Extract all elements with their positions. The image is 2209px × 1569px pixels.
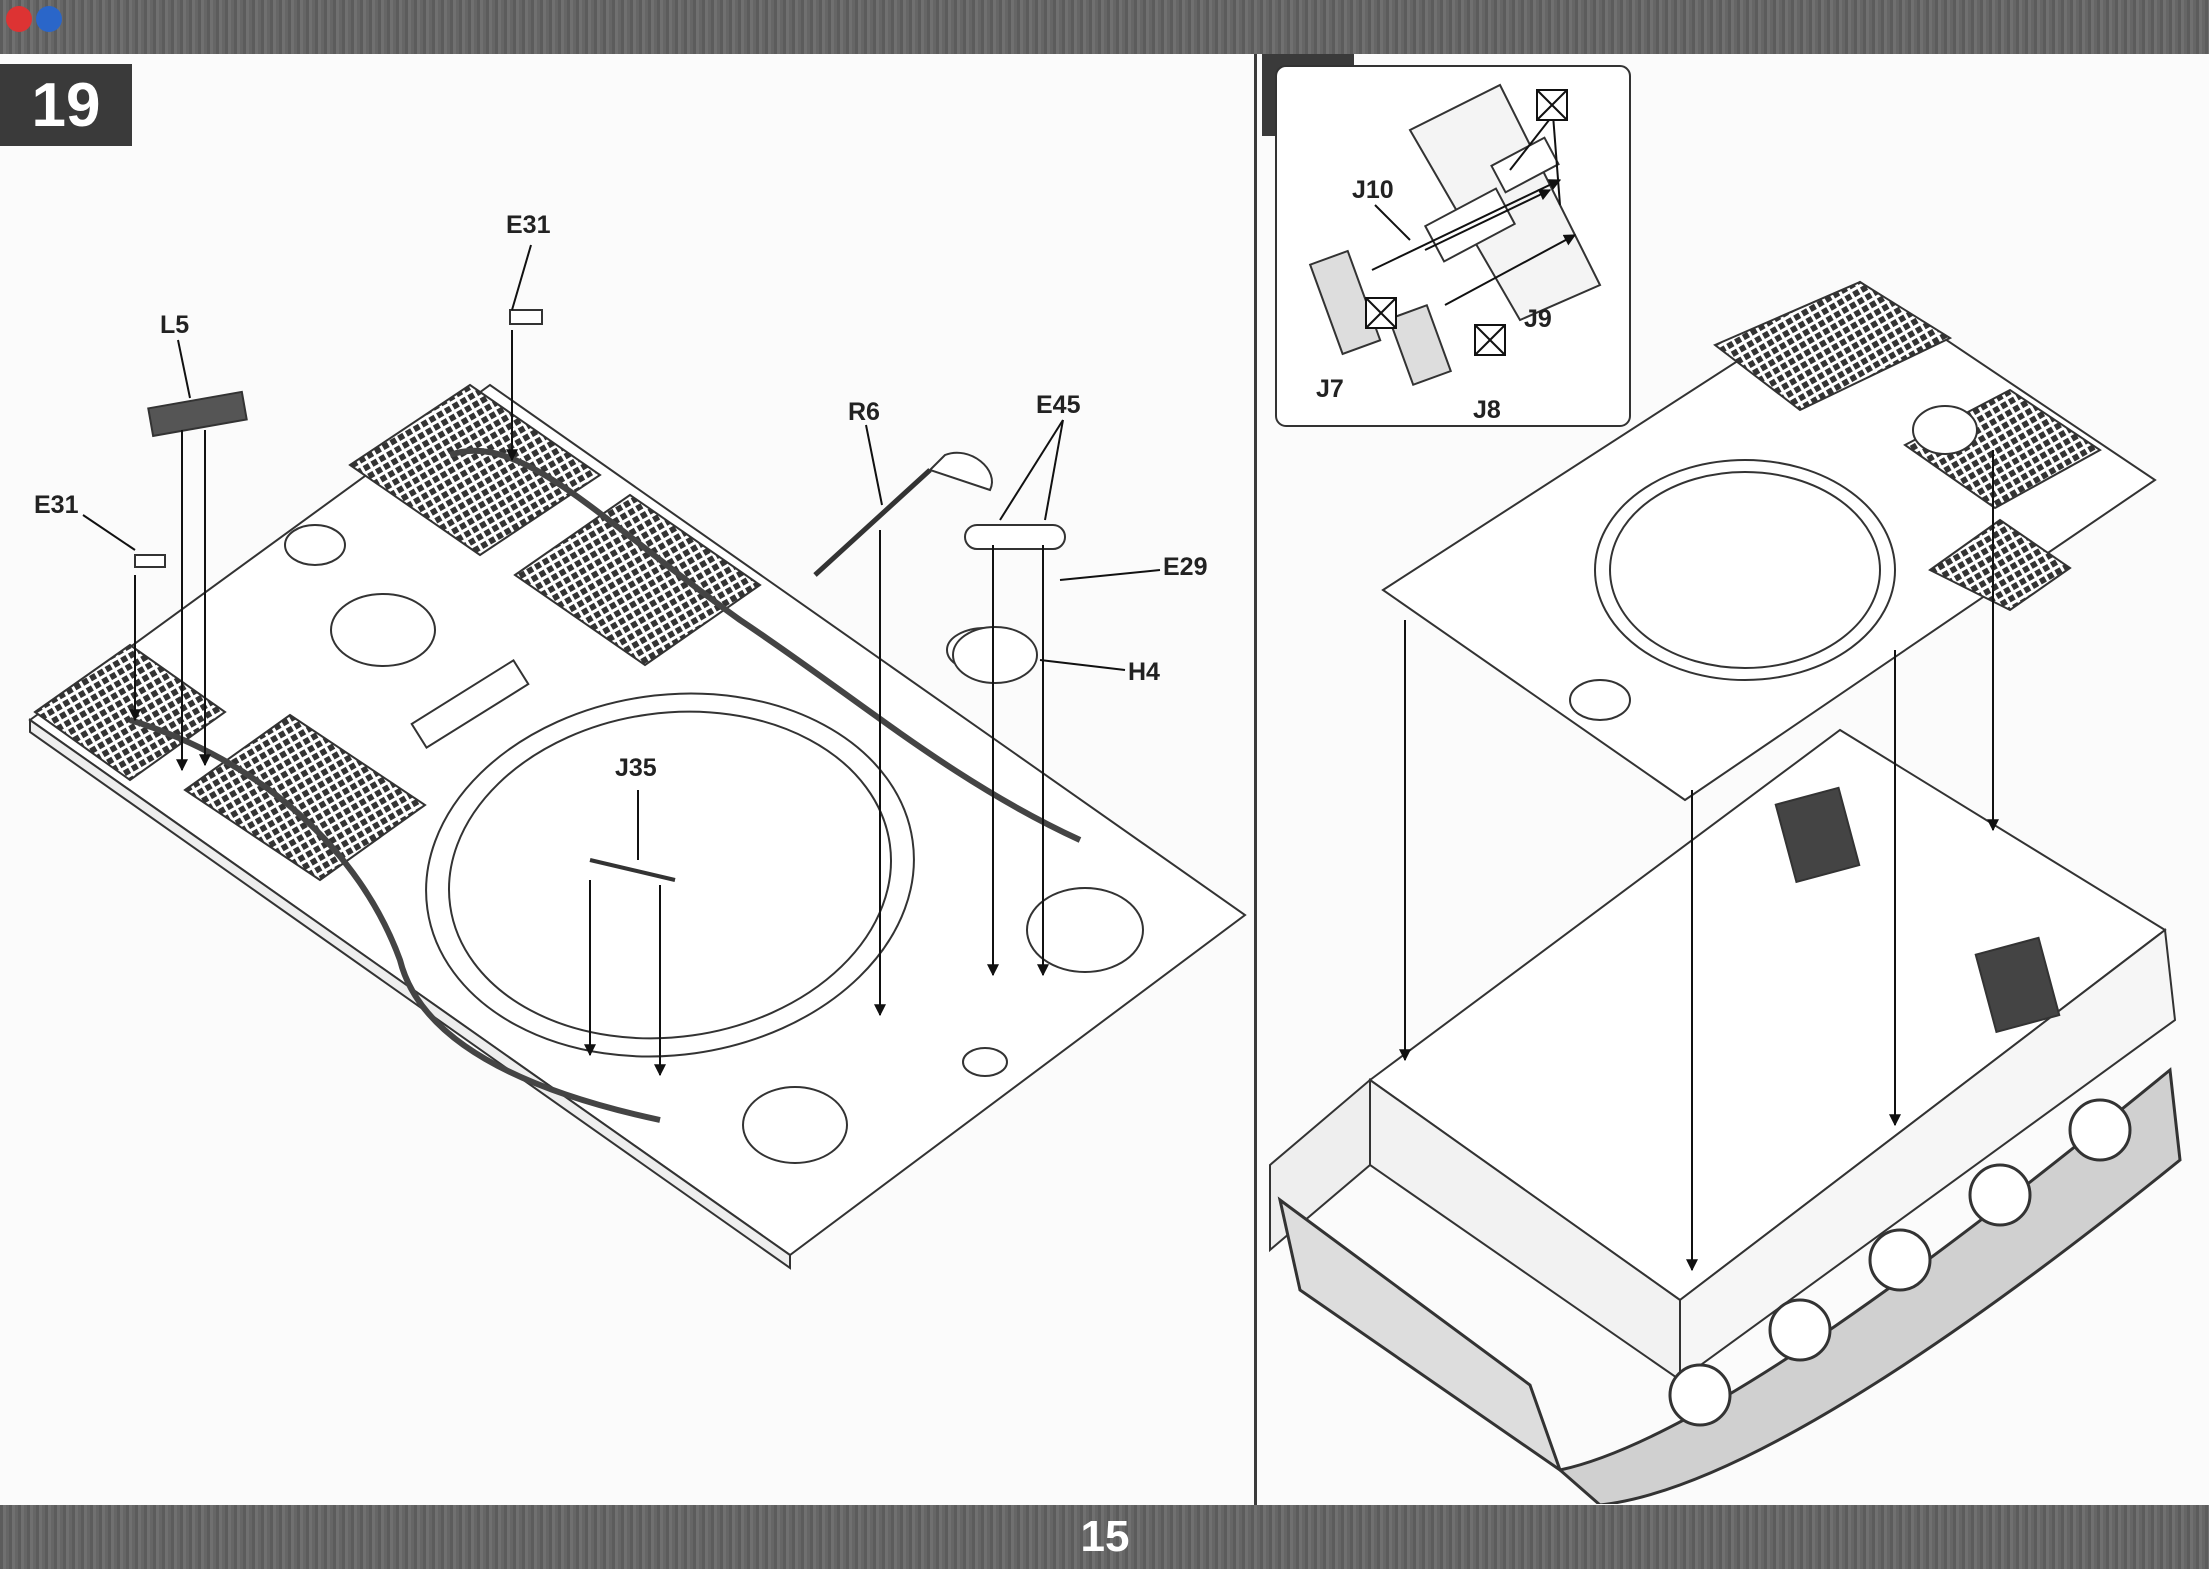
step-20-diagram: J10 J9 J7 J8: [1269, 65, 2182, 1504]
part-label-j35: J35: [615, 754, 657, 782]
top-band: [0, 0, 2209, 58]
step-19-diagram: E31 L5 E31 R6 E45 E29 H4 J35: [28, 211, 1247, 1270]
tank-tracks: [1277, 1067, 2182, 1504]
site-logo: [6, 6, 68, 32]
placement-arrows: [1399, 450, 1999, 1272]
bottom-band: [0, 1505, 2209, 1569]
tow-cables: [129, 447, 1082, 1123]
part-label-j7: J7: [1316, 375, 1344, 403]
step-19-badge: 19: [0, 64, 132, 146]
part-label-j8: J8: [1473, 396, 1501, 424]
part-label-j10: J10: [1352, 176, 1394, 204]
part-label-e29: E29: [1163, 553, 1207, 581]
loose-parts: [134, 309, 1066, 882]
part-label-e45: E45: [1036, 391, 1081, 419]
part-label-r6: R6: [848, 398, 880, 426]
engine-deck-assembly: [1381, 280, 2157, 802]
part-label-l5: L5: [160, 311, 189, 339]
do-not-glue-icon: [1365, 89, 1568, 356]
part-label-e31-left: E31: [34, 491, 79, 519]
turret-ring: [425, 692, 915, 1058]
assembly-arrows: [82, 244, 1161, 1077]
page-divider: [1254, 54, 1257, 1507]
page-number: 15: [1080, 1512, 1130, 1561]
tank-hull: [1269, 728, 2177, 1382]
part-label-h4: H4: [1128, 658, 1160, 686]
part-label-j9: J9: [1524, 305, 1552, 333]
part-label-e31-top: E31: [506, 211, 551, 239]
inset-detail: J10 J9 J7 J8: [1275, 65, 1631, 427]
